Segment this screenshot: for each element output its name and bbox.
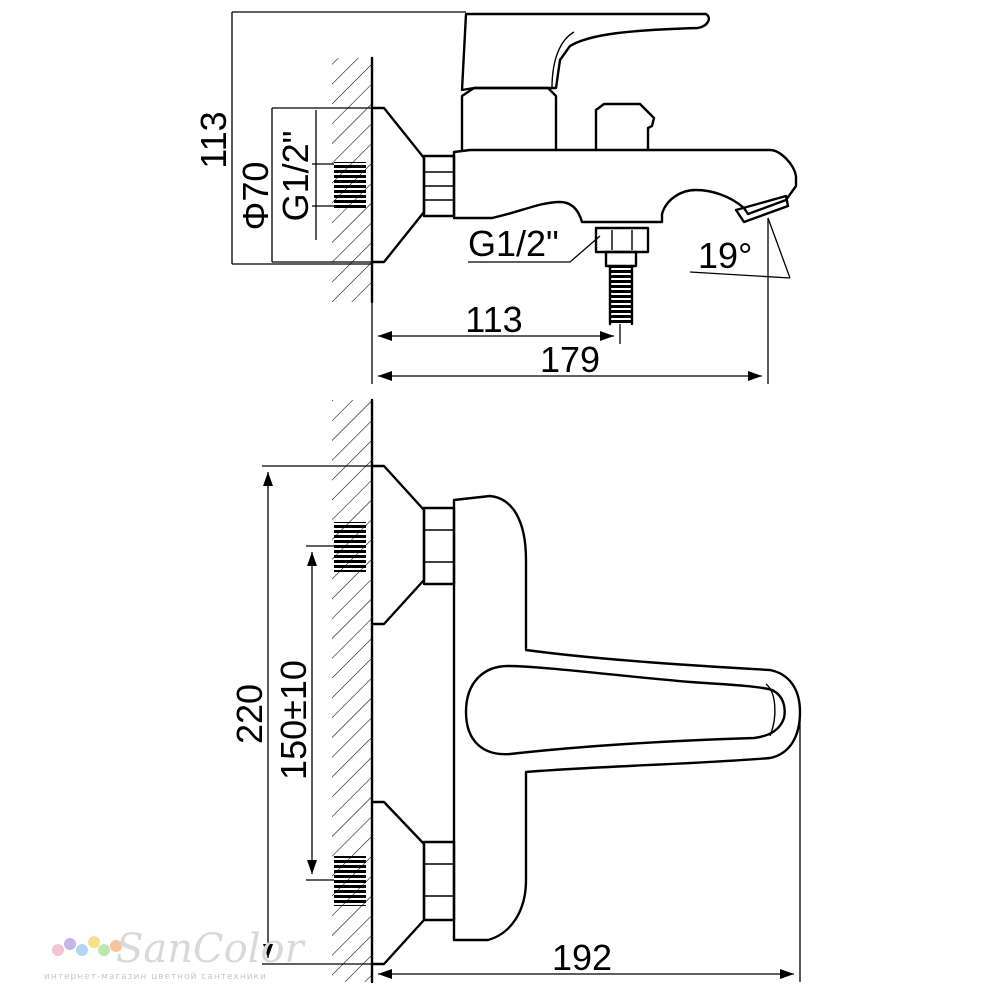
logo-dot — [110, 940, 122, 952]
dim-total-depth: 179 — [540, 339, 600, 380]
upper-hex-nut — [422, 506, 456, 586]
brand-watermark: SanColor интернет-магазин цветной сантех… — [44, 926, 304, 988]
brand-tagline: интернет-магазин цветной сантехники — [44, 972, 267, 982]
dim-inlet-centers: 150±10 — [273, 660, 314, 780]
logo-dot — [88, 936, 100, 948]
dim-outlet-offset: 113 — [465, 299, 522, 340]
dim-spout-reach: 192 — [552, 937, 612, 978]
lever-handle — [460, 12, 710, 92]
diverter-knob — [594, 102, 656, 152]
dim-outlet-thread: G1/2" — [468, 223, 559, 264]
dim-height-total: 113 — [193, 111, 234, 168]
logo-dot — [76, 944, 88, 956]
upper-flange — [370, 464, 426, 626]
dim-inlet-thread: G1/2" — [275, 131, 316, 222]
lower-hex-nut — [422, 840, 456, 922]
upper-inlet-thread — [334, 522, 366, 572]
logo-dot — [64, 938, 76, 950]
mixer-body — [452, 148, 798, 224]
logo-dot — [98, 944, 110, 956]
inlet-thread — [334, 162, 366, 208]
brand-name: SanColor — [116, 926, 304, 972]
logo-dot — [52, 944, 64, 956]
mixer-body-top — [452, 494, 802, 942]
side-view: 113 Φ70 G1/2" G1/2" 19° 113 179 — [193, 11, 798, 384]
hex-nut — [422, 154, 456, 218]
escutcheon-flange — [370, 106, 426, 264]
logo-dots-icon — [52, 936, 122, 960]
dim-overall-width: 220 — [229, 684, 270, 744]
lower-flange — [370, 800, 426, 966]
dim-spout-angle: 19° — [698, 235, 752, 276]
cartridge-housing — [460, 86, 558, 152]
top-view: 220 150±10 192 — [229, 398, 802, 984]
lever-opening — [464, 664, 786, 756]
lower-inlet-thread — [334, 856, 366, 906]
outlet-fitting — [594, 226, 650, 326]
dim-flange-diameter: Φ70 — [235, 162, 276, 231]
